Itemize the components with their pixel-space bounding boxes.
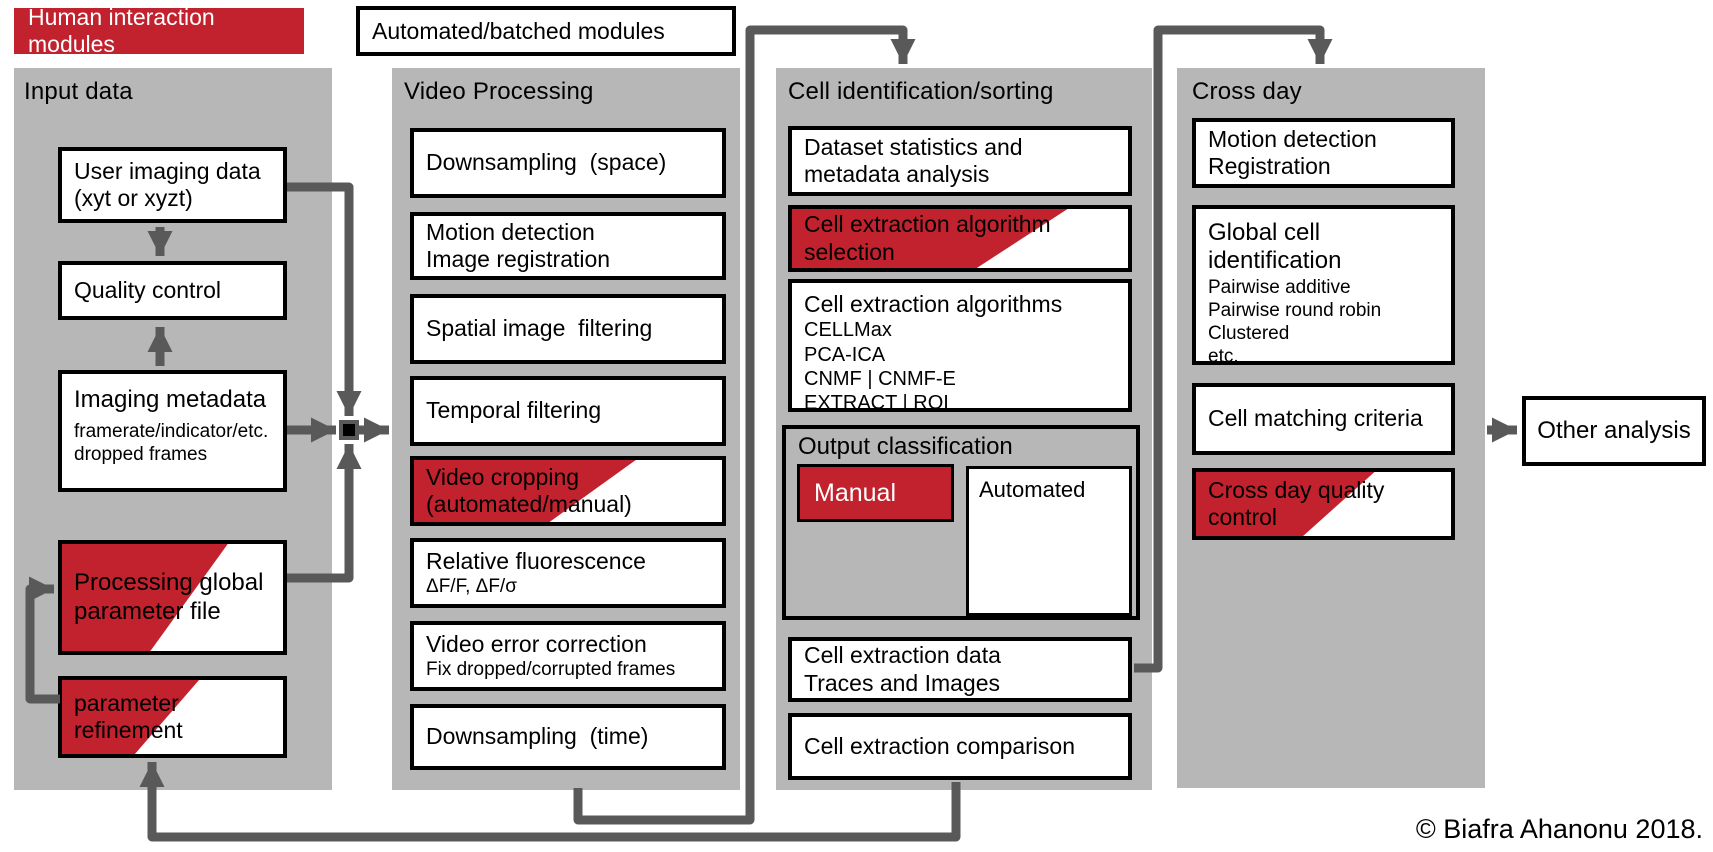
box-crossday-motion-detection: Motion detection Registration: [1192, 118, 1455, 188]
copyright-text: © Biafra Ahanonu 2018.: [1415, 814, 1703, 844]
global-cell-line1: Global cell: [1208, 219, 1321, 246]
box-dataset-statistics: Dataset statistics and metadata analysis: [788, 126, 1132, 196]
downsampling-time-label: Downsampling (time): [426, 723, 649, 750]
other-analysis-label: Other analysis: [1537, 417, 1691, 444]
algorithm-extract-roi: EXTRACT | ROI: [804, 392, 949, 412]
box-other-analysis: Other analysis: [1522, 396, 1706, 466]
legend-automated: Automated/batched modules: [356, 6, 736, 56]
box-cell-extraction-algorithm-selection: Cell extraction algorithm selection: [788, 205, 1132, 272]
box-user-imaging-data: User imaging data (xyt or xyzt): [58, 147, 287, 223]
extraction-data-line1: Cell extraction data: [804, 642, 1001, 669]
user-imaging-line1: User imaging data: [74, 157, 261, 184]
box-imaging-metadata: Imaging metadata framerate/indicator/etc…: [58, 370, 287, 492]
video-error-title: Video error correction: [426, 630, 647, 657]
imaging-metadata-sub2: dropped frames: [74, 444, 208, 466]
box-downsampling-space: Downsampling (space): [410, 128, 726, 198]
downsampling-space-label: Downsampling (space): [426, 149, 667, 176]
quality-control-label: Quality control: [74, 276, 222, 303]
motion-detection-line2: Image registration: [426, 246, 611, 272]
video-error-sub: Fix dropped/corrupted frames: [426, 658, 676, 680]
algorithm-cellmax: CELLMax: [804, 319, 892, 342]
junction-node: [343, 424, 355, 436]
box-downsampling-time: Downsampling (time): [410, 704, 726, 770]
crossday-qc-line2: control: [1208, 504, 1278, 530]
video-cropping-line2: (automated/manual): [426, 491, 632, 517]
box-temporal-filtering: Temporal filtering: [410, 376, 726, 446]
matching-criteria-label: Cell matching criteria: [1208, 405, 1423, 432]
algorithm-cnmf: CNMF | CNMF-E: [804, 367, 956, 390]
temporal-filtering-label: Temporal filtering: [426, 397, 602, 424]
imaging-metadata-title: Imaging metadata: [74, 386, 267, 413]
algorithm-selection-line2: selection: [804, 238, 895, 265]
motion-detection-line1: Motion detection: [426, 218, 595, 245]
extraction-comparison-label: Cell extraction comparison: [804, 732, 1076, 759]
column-title-cross-day: Cross day: [1192, 78, 1302, 105]
manual-label: Manual: [814, 478, 896, 507]
box-cell-matching-criteria: Cell matching criteria: [1192, 383, 1455, 455]
output-classification-title: Output classification: [798, 433, 1013, 460]
parameter-refinement-line2: refinement: [74, 717, 183, 743]
algorithms-title: Cell extraction algorithms: [804, 291, 1063, 317]
processing-global-line1: Processing global: [74, 569, 264, 597]
imaging-metadata-sub1: framerate/indicator/etc.: [74, 421, 269, 443]
extraction-data-line2: Traces and Images: [804, 669, 1001, 696]
box-crossday-quality-control: Cross day quality control: [1192, 468, 1455, 540]
crossday-motion-line2: Registration: [1208, 153, 1331, 179]
dataset-stats-line2: metadata analysis: [804, 161, 990, 187]
box-video-cropping: Video cropping (automated/manual): [410, 456, 726, 526]
box-cell-extraction-algorithms: Cell extraction algorithms CELLMax PCA-I…: [788, 279, 1132, 412]
global-cell-line2: identification: [1208, 247, 1342, 275]
parameter-refinement-line1: parameter: [74, 689, 179, 716]
global-cell-clustered: Clustered: [1208, 322, 1290, 344]
column-title-video-processing: Video Processing: [404, 78, 594, 105]
processing-global-line2: parameter file: [74, 597, 221, 625]
box-global-cell-identification: Global cell identification Pairwise addi…: [1192, 205, 1455, 365]
box-automated-classification: Automated: [966, 466, 1132, 616]
video-cropping-line1: Video cropping: [426, 463, 580, 490]
algorithm-pca-ica: PCA-ICA: [804, 343, 886, 366]
box-motion-detection-registration: Motion detection Image registration: [410, 212, 726, 280]
legend-automated-label: Automated/batched modules: [372, 17, 665, 44]
user-imaging-line2: (xyt or xyzt): [74, 185, 193, 211]
crossday-qc-line1: Cross day quality: [1208, 476, 1385, 503]
legend-human-interaction: Human interaction modules: [14, 4, 304, 57]
global-cell-pairwise-round-robin: Pairwise round robin: [1208, 299, 1382, 321]
box-video-error-correction: Video error correction Fix dropped/corru…: [410, 621, 726, 691]
crossday-motion-line1: Motion detection: [1208, 125, 1377, 152]
spatial-filtering-label: Spatial image filtering: [426, 315, 653, 342]
algorithm-selection-line1: Cell extraction algorithm: [804, 211, 1051, 238]
global-cell-pairwise-additive: Pairwise additive: [1208, 276, 1351, 298]
box-manual-classification: Manual: [797, 464, 954, 522]
box-spatial-image-filtering: Spatial image filtering: [410, 294, 726, 364]
panel-output-classification: Output classification Manual Automated: [782, 425, 1140, 620]
box-quality-control: Quality control: [58, 261, 287, 320]
box-cell-extraction-data: Cell extraction data Traces and Images: [788, 637, 1132, 702]
column-title-input-data: Input data: [24, 78, 133, 105]
automated-label: Automated: [979, 477, 1086, 502]
box-processing-global-parameter-file: Processing global parameter file: [58, 540, 287, 655]
legend-human-label: Human interaction modules: [28, 4, 215, 57]
column-title-cell-identification: Cell identification/sorting: [788, 78, 1054, 105]
box-parameter-refinement: parameter refinement: [58, 676, 287, 758]
dataset-stats-line1: Dataset statistics and: [804, 133, 1023, 160]
relative-fluorescence-title: Relative fluorescence: [426, 547, 646, 574]
box-cell-extraction-comparison: Cell extraction comparison: [788, 713, 1132, 780]
box-relative-fluorescence: Relative fluorescence ΔF/F, ΔF/σ: [410, 538, 726, 608]
relative-fluorescence-formula: ΔF/F, ΔF/σ: [426, 575, 517, 597]
junction-node-ring: [339, 420, 359, 440]
global-cell-etc: etc.: [1208, 346, 1239, 365]
